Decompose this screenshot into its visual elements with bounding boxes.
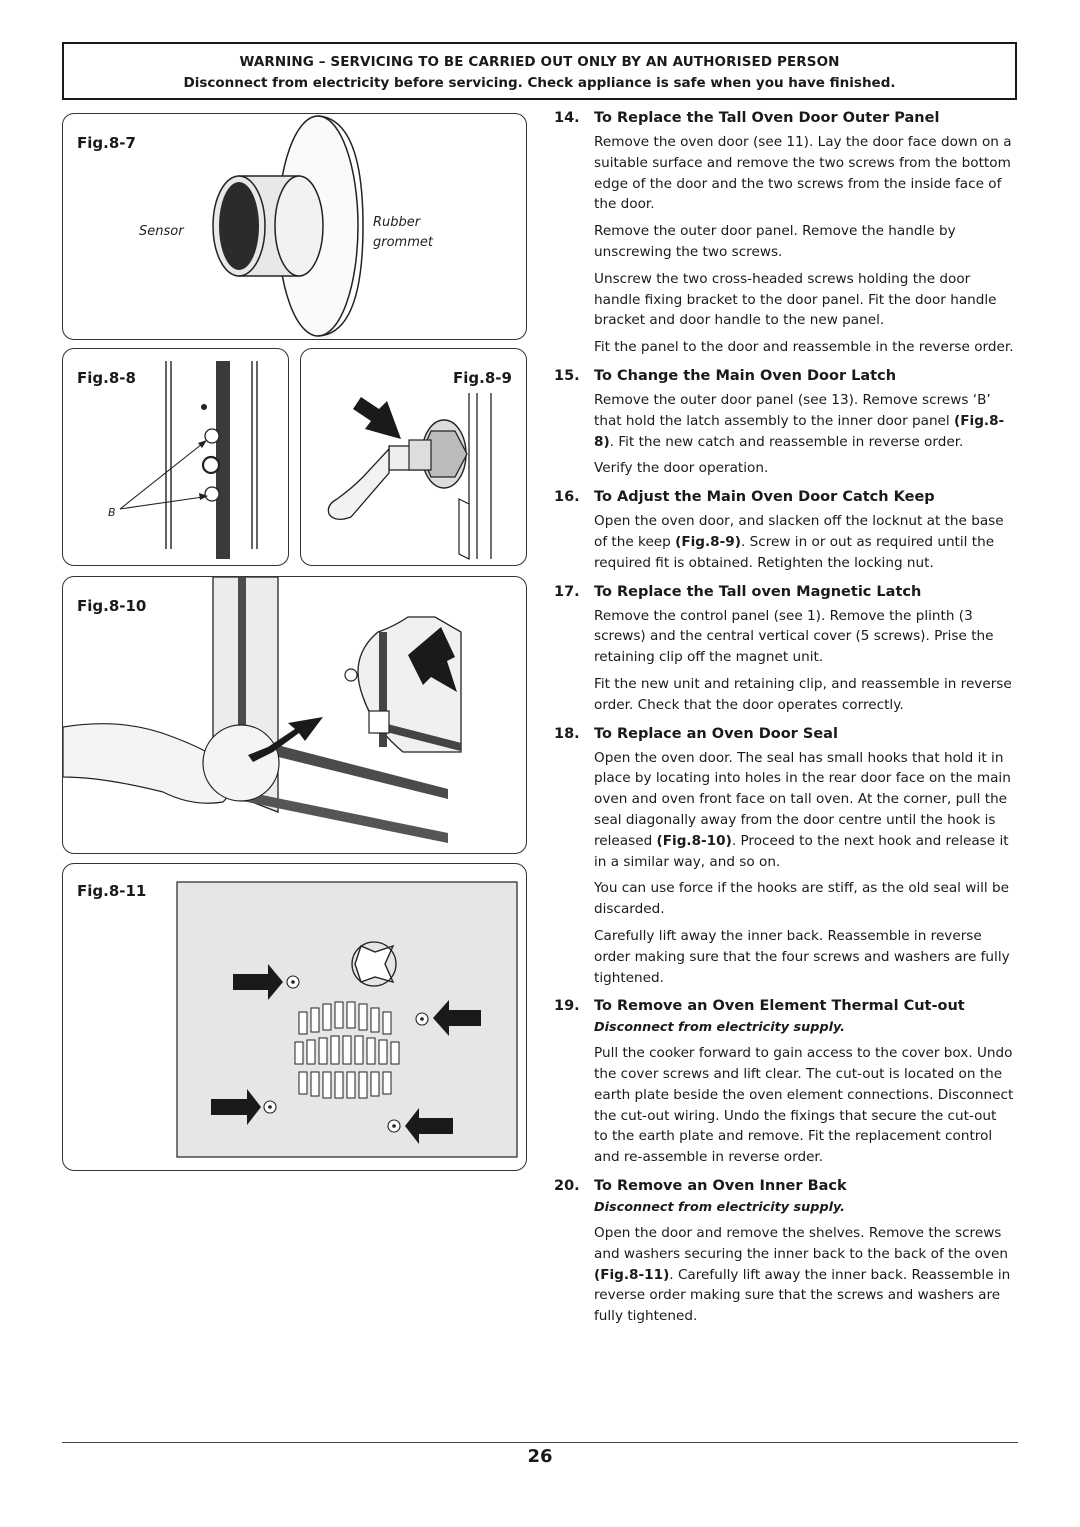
paragraph: Remove the outer door panel. Remove the … xyxy=(594,223,956,260)
section-heading: 20. To Remove an Oven Inner Back xyxy=(554,1178,1014,1194)
section-17: 17. To Replace the Tall oven Magnetic La… xyxy=(554,584,1014,716)
paragraph: Carefully lift away the inner back. Reas… xyxy=(594,927,1010,986)
footer-divider xyxy=(62,1442,1018,1443)
figure-8-9: Fig.8-9 xyxy=(300,348,527,566)
paragraph: Open the oven door, and slacken off the … xyxy=(594,513,1004,571)
instructions-column: 14. To Replace the Tall Oven Door Outer … xyxy=(554,110,1014,1337)
figure-reference: (Fig.8-11) xyxy=(594,1266,670,1283)
section-number: 19. xyxy=(554,998,580,1015)
door-latch-illustration xyxy=(119,361,258,559)
section-number: 15. xyxy=(554,367,580,384)
rubber-caption: Rubber xyxy=(373,215,421,230)
section-20: 20. To Remove an Oven Inner Back Disconn… xyxy=(554,1178,1014,1327)
paragraph: Verify the door operation. xyxy=(594,460,769,477)
section-title: To Remove an Oven Inner Back xyxy=(594,1178,847,1195)
section-title: To Replace an Oven Door Seal xyxy=(594,725,838,742)
section-number: 18. xyxy=(554,725,580,742)
section-heading: 17. To Replace the Tall oven Magnetic La… xyxy=(554,584,1014,600)
section-number: 14. xyxy=(554,110,580,126)
section-heading: 15. To Change the Main Oven Door Latch xyxy=(554,368,1014,384)
paragraph: You can use force if the hooks are stiff… xyxy=(594,880,1010,918)
paragraph: Remove the outer door panel (see 13). Re… xyxy=(594,391,1005,450)
section-heading: 19. To Remove an Oven Element Thermal Cu… xyxy=(554,998,1014,1014)
fig-label: Fig.8-10 xyxy=(77,597,147,615)
paragraph: Unscrew the two cross-headed screws hold… xyxy=(594,270,997,329)
warning-box: WARNING – SERVICING TO BE CARRIED OUT ON… xyxy=(62,42,1017,100)
figure-8-7: Fig.8-7 Sensor Rubber grommet xyxy=(62,113,527,340)
paragraph: Fit the new unit and retaining clip, and… xyxy=(594,675,1012,713)
paragraph: Open the oven door. The seal has small h… xyxy=(594,749,1011,870)
paragraph: Fit the panel to the door and reassemble… xyxy=(594,339,1014,356)
marker-b: B xyxy=(108,506,116,519)
section-title: To Replace the Tall oven Magnetic Latch xyxy=(594,583,922,600)
grommet-caption: grommet xyxy=(373,235,433,250)
fig-label: Fig.8-8 xyxy=(77,369,136,387)
figure-reference: (Fig.8-10) xyxy=(656,832,732,849)
figure-reference: (Fig.8-9) xyxy=(675,533,741,550)
door-seal-illustration xyxy=(63,577,462,843)
section-title: To Remove an Oven Element Thermal Cut-ou… xyxy=(594,998,965,1015)
warning-title: WARNING – SERVICING TO BE CARRIED OUT ON… xyxy=(239,54,840,70)
section-15: 15. To Change the Main Oven Door Latch R… xyxy=(554,368,1014,479)
safety-note: Disconnect from electricity supply. xyxy=(594,1020,846,1036)
sensor-grommet-illustration xyxy=(212,114,364,339)
figure-reference: (Fig.8-8) xyxy=(594,412,1005,450)
section-title: To Adjust the Main Oven Door Catch Keep xyxy=(594,489,935,506)
paragraph: Remove the oven door (see 11). Lay the d… xyxy=(594,134,1012,213)
page-number: 26 xyxy=(527,1446,553,1467)
section-number: 16. xyxy=(554,489,580,506)
figure-8-8: Fig.8-8 B xyxy=(62,348,289,566)
fig-label: Fig.8-11 xyxy=(77,882,147,900)
paragraph: Remove the control panel (see 1). Remove… xyxy=(594,607,994,666)
fig-label: Fig.8-7 xyxy=(77,134,136,152)
section-heading: 14. To Replace the Tall Oven Door Outer … xyxy=(554,110,1014,126)
oven-inner-back-illustration xyxy=(176,881,518,1158)
paragraph: Pull the cooker forward to gain access t… xyxy=(594,1045,1014,1166)
section-title: To Change the Main Oven Door Latch xyxy=(594,367,897,384)
section-heading: 18. To Replace an Oven Door Seal xyxy=(554,726,1014,742)
section-number: 17. xyxy=(554,583,580,600)
paragraph: Open the door and remove the shelves. Re… xyxy=(594,1225,1011,1325)
section-heading: 16. To Adjust the Main Oven Door Catch K… xyxy=(554,489,1014,505)
safety-note: Disconnect from electricity supply. xyxy=(594,1200,846,1216)
section-14: 14. To Replace the Tall Oven Door Outer … xyxy=(554,110,1014,358)
fig-label: Fig.8-9 xyxy=(453,369,512,387)
figure-8-10: Fig.8-10 xyxy=(62,576,527,854)
sensor-caption: Sensor xyxy=(139,224,184,239)
section-number: 20. xyxy=(554,1178,580,1195)
section-title: To Replace the Tall Oven Door Outer Pane… xyxy=(594,110,940,126)
section-18: 18. To Replace an Oven Door Seal Open th… xyxy=(554,726,1014,989)
warning-subtitle: Disconnect from electricity before servi… xyxy=(183,75,896,91)
catch-keep-illustration xyxy=(327,393,492,560)
section-19: 19. To Remove an Oven Element Thermal Cu… xyxy=(554,998,1014,1168)
figure-8-11: Fig.8-11 xyxy=(62,863,527,1171)
section-16: 16. To Adjust the Main Oven Door Catch K… xyxy=(554,489,1014,573)
